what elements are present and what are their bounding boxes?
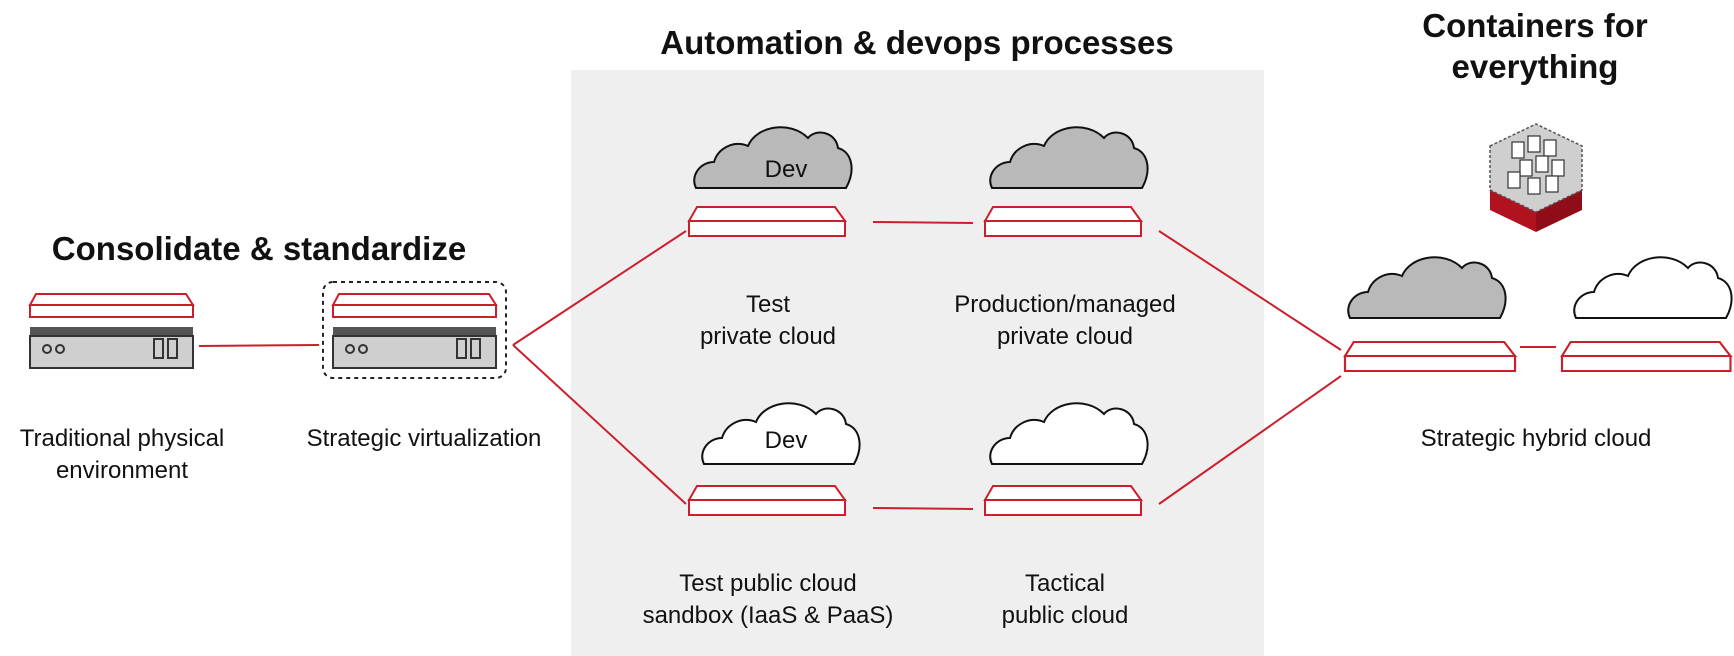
heading-containers-line1: Containers for — [1422, 7, 1648, 44]
line-tactical-to-hybrid — [1158, 375, 1342, 505]
heading-consolidate: Consolidate & standardize — [52, 230, 466, 267]
label-strategic-hybrid: Strategic hybrid cloud — [1421, 425, 1652, 452]
line-test-private-to-production — [872, 221, 974, 224]
label-strategic-virtualization: Strategic virtualization — [307, 425, 542, 452]
label-tactical-line1: Tactical — [1025, 570, 1105, 597]
cloud-label-dev-top: Dev — [765, 156, 808, 183]
label-production-line2: private cloud — [997, 323, 1133, 350]
platform-icon — [688, 485, 846, 516]
label-tactical-line2: public cloud — [1002, 602, 1129, 629]
container-cube-icon — [1489, 123, 1583, 232]
line-physical-to-virtual — [198, 344, 320, 347]
label-production-line1: Production/managed — [954, 291, 1175, 318]
cloud-icon — [1347, 256, 1507, 319]
platform-icon — [984, 485, 1142, 516]
server-icon — [28, 293, 195, 369]
connector-lines — [198, 221, 1556, 510]
platform-icon — [1560, 340, 1732, 373]
virtualization-dashed-outline — [322, 281, 507, 379]
heading-automation: Automation & devops processes — [660, 24, 1173, 61]
platform-icon — [1343, 340, 1517, 373]
line-virtual-to-test-private — [512, 230, 687, 346]
virtual-server-icon — [322, 281, 507, 379]
line-virtual-to-test-public — [512, 344, 687, 505]
label-test-public-line2: sandbox (IaaS & PaaS) — [643, 602, 894, 629]
label-test-private-line2: private cloud — [700, 323, 836, 350]
automation-panel — [571, 70, 1264, 656]
label-traditional-line1: Traditional physical — [20, 425, 225, 452]
label-test-public-line1: Test public cloud — [679, 570, 856, 597]
label-test-private-line1: Test — [746, 291, 790, 318]
line-production-to-hybrid — [1158, 230, 1342, 351]
heading-containers-line2: everything — [1452, 48, 1619, 85]
line-test-public-to-tactical — [872, 507, 974, 510]
platform-icon — [688, 206, 846, 237]
platform-icon — [984, 206, 1142, 237]
cloud-label-dev-bottom: Dev — [765, 427, 808, 454]
cloud-icon — [1573, 256, 1733, 319]
label-traditional-line2: environment — [56, 457, 188, 484]
